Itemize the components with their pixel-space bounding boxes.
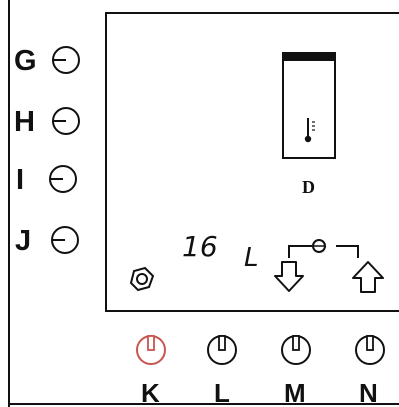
bottom-knob-m[interactable]: M (281, 335, 311, 407)
bottom-knob-label: M (284, 378, 306, 407)
knob-left-pointing-icon (49, 165, 77, 193)
bottom-knob-label: N (359, 378, 378, 407)
boiler-tank-outline (282, 52, 336, 159)
boiler-indicator: D (282, 52, 336, 197)
side-knob-label: J (15, 225, 31, 257)
bottom-knob-k[interactable]: K (136, 335, 166, 407)
side-knob-g[interactable]: G (14, 45, 80, 77)
display-value: 16 (182, 230, 218, 263)
bottom-knob-label: K (141, 378, 160, 407)
pump-indicator-bracket (288, 239, 359, 258)
knob-up-pointing-icon (207, 335, 237, 365)
bottom-knob-n[interactable]: N (355, 335, 385, 407)
display-unit: L (244, 243, 259, 273)
side-knob-i[interactable]: I (16, 164, 77, 196)
knob-left-pointing-icon (52, 46, 80, 74)
side-knob-label: G (14, 45, 37, 77)
side-knob-label: H (14, 106, 35, 138)
thermometer-icon (304, 118, 315, 143)
hex-nut-button[interactable] (129, 266, 155, 292)
arrow-up-icon[interactable] (352, 261, 384, 293)
bottom-knob-l[interactable]: L (207, 335, 237, 407)
knob-left-pointing-icon (52, 107, 80, 135)
arrow-down-icon[interactable] (274, 261, 304, 292)
display-panel-frame (105, 12, 399, 312)
knob-up-pointing-icon (355, 335, 385, 365)
side-knob-h[interactable]: H (14, 106, 80, 138)
side-knob-label: I (16, 164, 24, 196)
side-knob-j[interactable]: J (15, 225, 79, 257)
knob-up-pointing-icon (136, 335, 166, 365)
knob-up-pointing-icon (281, 335, 311, 365)
boiler-tank-top-bar (283, 53, 335, 61)
boiler-label: D (302, 177, 315, 197)
bottom-knob-label: L (214, 378, 230, 407)
knob-left-pointing-icon (51, 226, 79, 254)
